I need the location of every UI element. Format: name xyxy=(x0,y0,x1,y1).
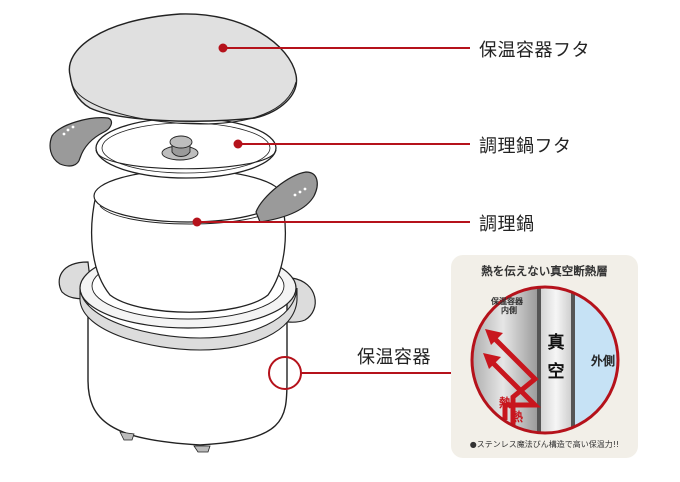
outer-lid xyxy=(68,13,298,125)
leader-lines xyxy=(192,43,472,390)
label-pot: 調理鍋 xyxy=(479,214,535,235)
inner-wall-label-2: 内側 xyxy=(501,305,517,315)
vacuum-char-1: 真 xyxy=(548,332,565,353)
inner-wall-label-1: 保温容器 xyxy=(490,296,524,306)
vacuum-cross-section: 保温容器 内側 真 空 外側 熱 熱 xyxy=(470,285,620,435)
label-outer-container: 保温容器 xyxy=(357,347,431,368)
heat-label-1: 熱 xyxy=(499,395,511,410)
label-outer-lid: 保温容器フタ xyxy=(479,40,590,61)
pot-lid xyxy=(49,117,277,179)
inset-title: 熱を伝えない真空断熱層 xyxy=(481,264,608,278)
outside-label: 外側 xyxy=(591,353,615,368)
heat-label-2: 熱 xyxy=(511,409,523,424)
label-pot-lid: 調理鍋フタ xyxy=(479,136,572,157)
vacuum-insulation-inset: 熱を伝えない真空断熱層 xyxy=(451,255,638,458)
inset-footnote: ●ステンレス魔法びん構造で高い保温力!! xyxy=(469,440,620,449)
vacuum-char-2: 空 xyxy=(548,361,565,382)
cooking-pot xyxy=(90,169,318,313)
